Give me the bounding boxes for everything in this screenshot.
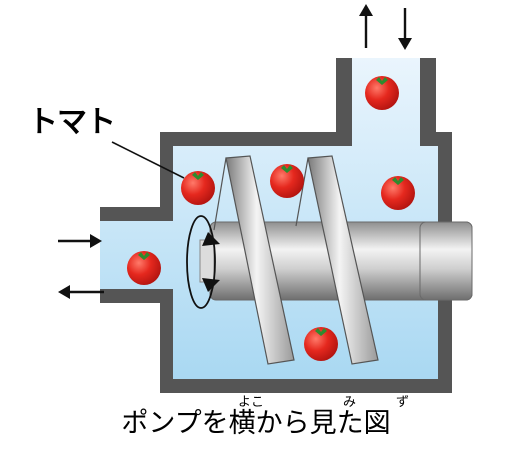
- arrow-right-icon: [58, 234, 102, 248]
- shaft-tip: [199, 239, 215, 283]
- callout-leader: [111, 141, 185, 179]
- tomato-icon: [181, 171, 215, 205]
- tomato-callout-label: トマト: [28, 105, 116, 140]
- ruby-zu: ず: [396, 395, 410, 410]
- tomato-icon: [381, 176, 415, 210]
- screw-blade-1: [225, 155, 295, 365]
- rotation-arrowhead-bottom-icon: [202, 278, 220, 292]
- tomato-icon: [365, 76, 399, 110]
- tomato-icon: [270, 164, 304, 198]
- ruby-mi: み: [343, 395, 357, 410]
- diagram-caption: ポンプを横から見た図: [121, 408, 391, 439]
- tomato-icon: [304, 327, 338, 361]
- rotation-arrowhead-top-icon: [202, 232, 220, 246]
- arrow-left-icon: [58, 285, 104, 299]
- screw-blade-edge-2: [295, 157, 309, 227]
- arrow-up-icon: [359, 4, 373, 48]
- tomato-icon: [127, 251, 161, 285]
- screw-blade-2: [307, 155, 379, 365]
- shaft-end: [419, 221, 473, 301]
- screw-blade-edge-1: [213, 157, 227, 231]
- ruby-yoko: よこ: [238, 395, 265, 410]
- rotation-arrow-icon: [186, 215, 216, 309]
- arrow-down-icon: [398, 8, 412, 50]
